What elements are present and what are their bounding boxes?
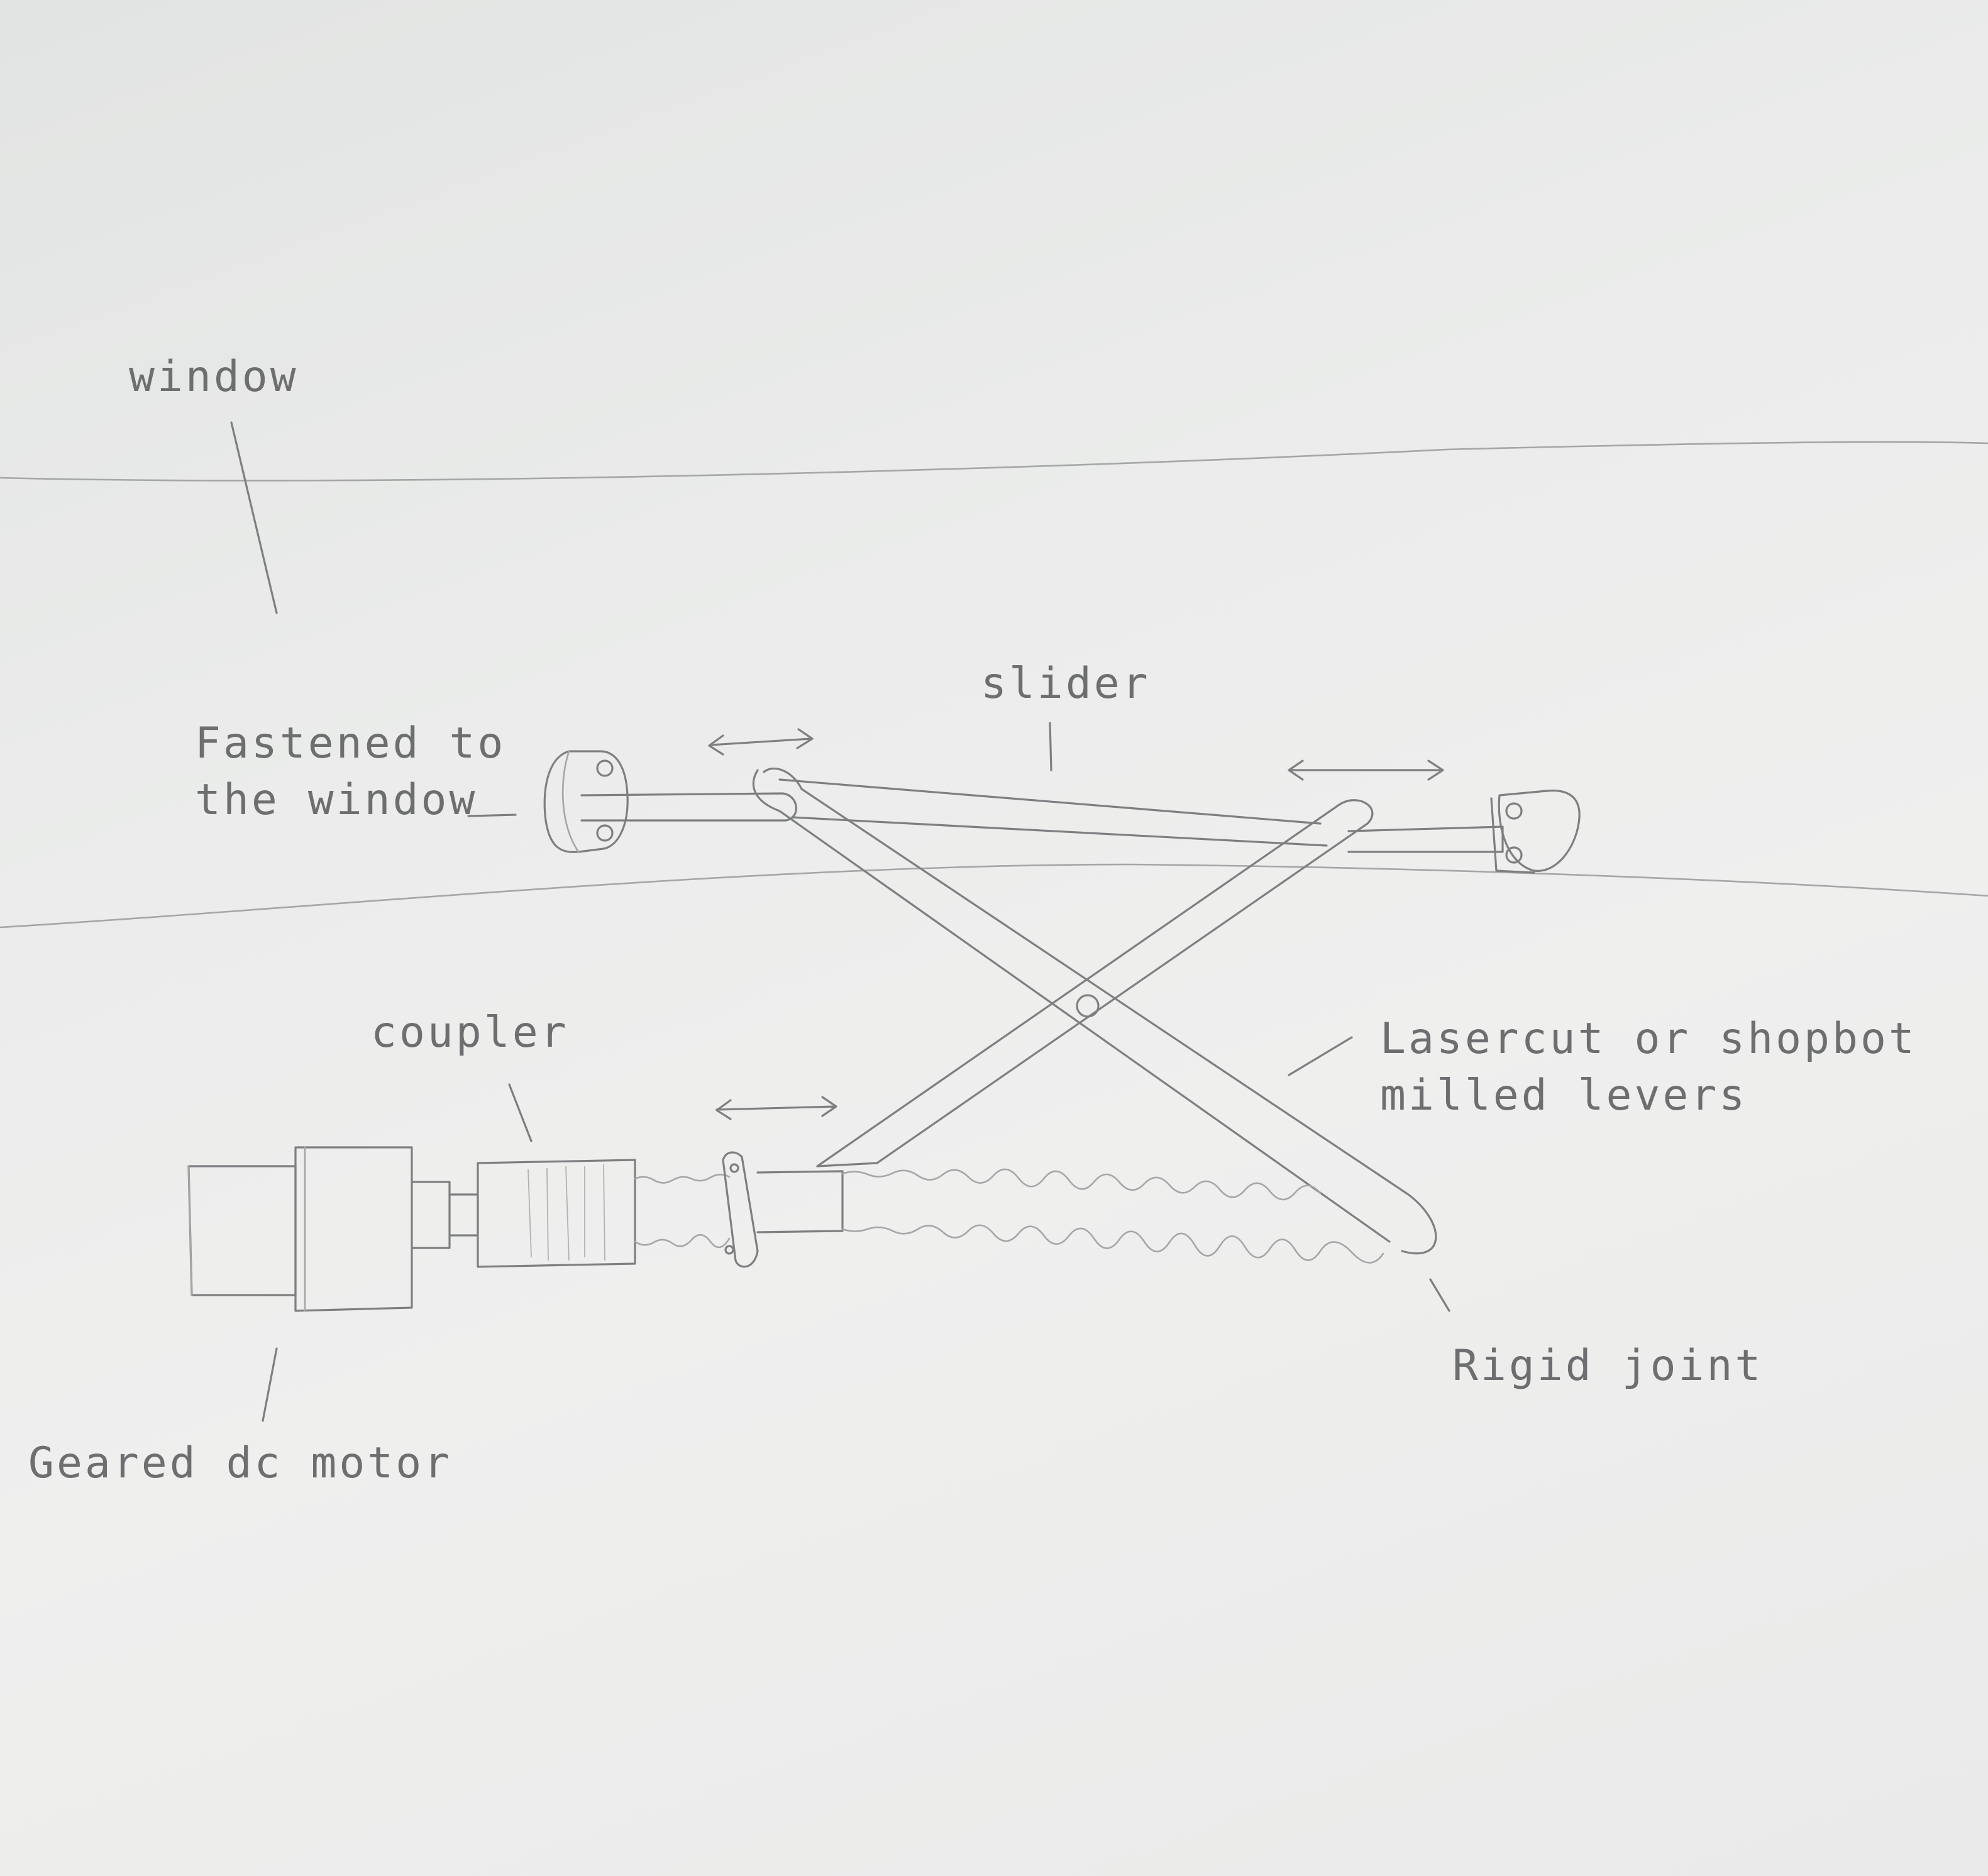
right-slider-arrow [1288, 759, 1444, 781]
right-mount-bracket [1490, 789, 1581, 874]
lever-a [752, 767, 1437, 1255]
screw-sleeve [756, 1170, 844, 1233]
left-mount-bracket [543, 750, 629, 854]
fastened-label-line2: the window [195, 775, 477, 825]
levers-label-line2: milled levers [1380, 1071, 1747, 1120]
window-leader-line [230, 421, 278, 614]
coupler-label: coupler [371, 1008, 569, 1057]
window-bottom-edge [0, 863, 1988, 929]
right-slider-rod [1347, 825, 1504, 853]
coupler-leader-line [508, 1083, 533, 1142]
bottom-slider-arrow [715, 1096, 837, 1120]
coupler-block [477, 1159, 636, 1268]
motor-label: Geared dc motor [28, 1438, 452, 1488]
left-slider-arrow [708, 728, 814, 756]
screw-nut [722, 1151, 759, 1268]
slider-bar [778, 778, 1328, 847]
lever-b [816, 799, 1374, 1167]
lead-screw [634, 1173, 731, 1249]
rigid-joint-leader-line [1429, 1278, 1450, 1312]
window-label: window [129, 352, 299, 402]
fastened-leader-line [467, 814, 517, 817]
dc-motor-body [187, 1146, 413, 1312]
left-slider-rod [580, 792, 797, 822]
slider-leader-line [1049, 722, 1052, 771]
levers-leader-line [1288, 1036, 1353, 1076]
motor-shaft [411, 1181, 479, 1249]
slider-label: slider [981, 659, 1151, 709]
rigid-joint-label: Rigid joint [1452, 1341, 1763, 1391]
motor-leader-line [262, 1347, 278, 1422]
levers-label-line1: Lasercut or shopbot [1380, 1014, 1917, 1064]
window-top-edge [0, 441, 1988, 482]
pivot-joint [1076, 994, 1100, 1018]
fastened-label-line1: Fastened to [195, 719, 505, 768]
threaded-rod [841, 1168, 1384, 1264]
